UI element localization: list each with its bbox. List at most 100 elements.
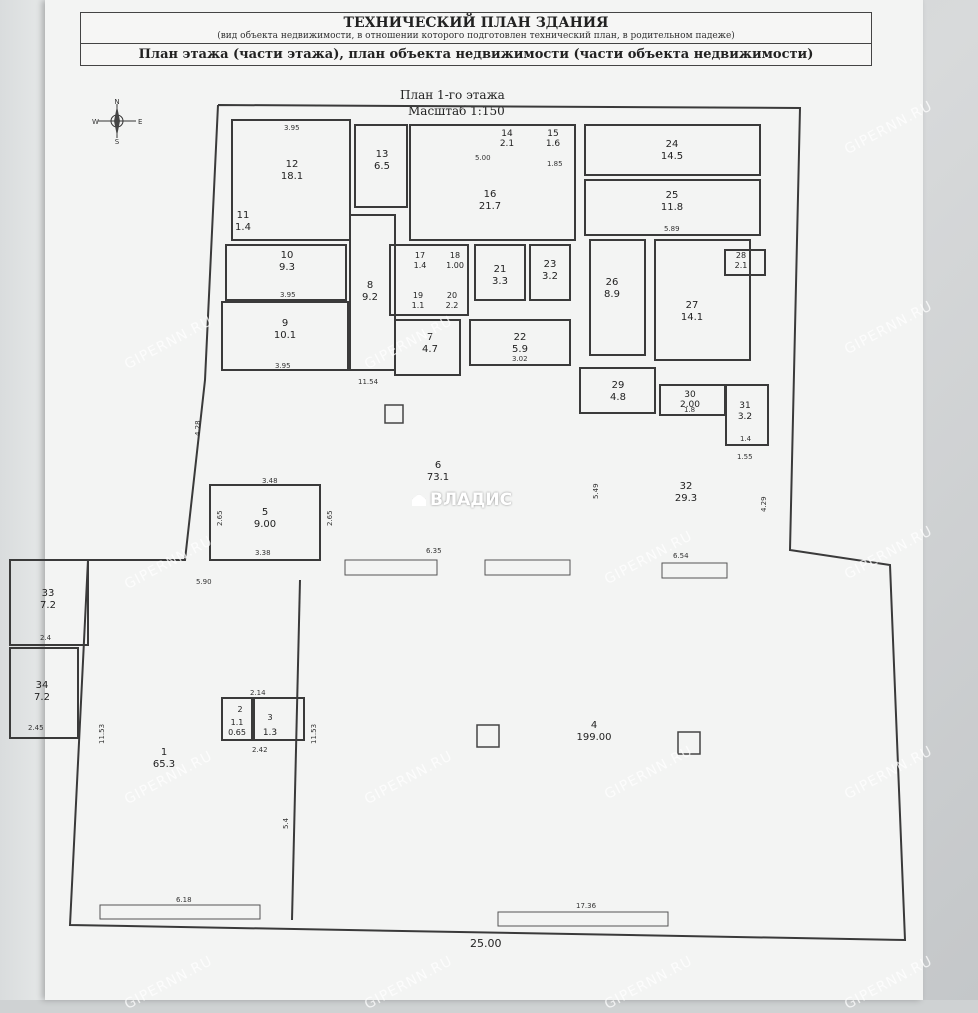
room-17-num: 17 bbox=[415, 251, 425, 260]
room-11-area: 1.4 bbox=[235, 222, 251, 233]
room-27-num: 27 bbox=[686, 300, 699, 311]
room-18-area: 1.00 bbox=[446, 261, 464, 270]
dim-1736: 17.36 bbox=[576, 902, 597, 910]
dim-14: 1.4 bbox=[740, 435, 752, 443]
room-15-area: 1.6 bbox=[546, 139, 561, 149]
room-2-num: 2 bbox=[237, 705, 242, 714]
room-1-1-area: 0.65 bbox=[228, 728, 246, 737]
dim-1153a: 11.53 bbox=[98, 724, 106, 744]
room-3-area: 1.3 bbox=[263, 728, 277, 738]
dim-245: 2.45 bbox=[28, 724, 44, 732]
room-11-num: 11 bbox=[237, 210, 250, 221]
room-7-num: 7 bbox=[427, 332, 433, 343]
dim-395b: 3.95 bbox=[275, 362, 291, 370]
room-26-wall bbox=[589, 239, 646, 356]
room-12-area: 18.1 bbox=[281, 171, 303, 182]
dim-395a: 3.95 bbox=[280, 291, 296, 299]
room-14-num: 14 bbox=[501, 129, 513, 139]
room-21-area: 3.3 bbox=[492, 276, 508, 287]
dim-214: 2.14 bbox=[250, 689, 266, 697]
dim-618: 6.18 bbox=[176, 896, 192, 904]
room-8-num: 8 bbox=[367, 280, 373, 291]
dim-428: 4.28 bbox=[194, 420, 202, 436]
document-title: ТЕХНИЧЕСКИЙ ПЛАН ЗДАНИЯ bbox=[343, 15, 609, 31]
room-22-wall bbox=[469, 319, 571, 366]
compass-e: E bbox=[138, 118, 142, 126]
room-12-num: 12 bbox=[286, 159, 299, 170]
dim-185: 1.85 bbox=[547, 160, 563, 168]
room-27-wall bbox=[654, 239, 751, 361]
room-1-area: 65.3 bbox=[153, 759, 175, 770]
room-4-num: 4 bbox=[591, 720, 597, 731]
brand-logo: ВЛАДИС bbox=[412, 490, 512, 510]
room-13-area: 6.5 bbox=[374, 161, 390, 172]
dim-155: 1.55 bbox=[737, 453, 753, 461]
compass-s: S bbox=[115, 138, 120, 144]
room-5-num: 5 bbox=[262, 507, 268, 518]
room-16-area: 21.7 bbox=[479, 201, 501, 212]
room-15-num: 15 bbox=[547, 129, 558, 139]
section-title: План этажа (части этажа), план объекта н… bbox=[138, 47, 814, 62]
dim-429: 4.29 bbox=[760, 496, 768, 512]
room-21-num: 21 bbox=[494, 264, 507, 275]
room-32-area: 29.3 bbox=[675, 493, 697, 504]
room-21-wall bbox=[474, 244, 526, 301]
brand-name: ВЛАДИС bbox=[430, 490, 513, 510]
dim-265a: 2.65 bbox=[216, 510, 224, 526]
room-22-area: 5.9 bbox=[512, 344, 528, 355]
room-22-num: 22 bbox=[514, 332, 527, 343]
room-10-area: 9.3 bbox=[279, 262, 295, 273]
room-1-1-num: 1.1 bbox=[231, 718, 244, 727]
dim-395c: 3.95 bbox=[284, 124, 300, 132]
room-26-area: 8.9 bbox=[604, 289, 620, 300]
dim-302: 3.02 bbox=[512, 355, 528, 363]
wall-room1-room4 bbox=[291, 579, 301, 921]
room-23-area: 3.2 bbox=[542, 271, 558, 282]
room-9-area: 10.1 bbox=[274, 330, 296, 341]
room-19-area: 1.1 bbox=[412, 301, 425, 310]
compass-icon: N S W E bbox=[92, 98, 142, 144]
outer-wall bbox=[68, 104, 907, 942]
dim-54: 5.4 bbox=[282, 817, 290, 829]
room-5-area: 9.00 bbox=[254, 519, 276, 530]
room-18-num: 18 bbox=[450, 251, 460, 260]
room-33-area: 7.2 bbox=[40, 600, 56, 611]
room-17-area: 1.4 bbox=[414, 261, 427, 270]
room-25-num: 25 bbox=[666, 190, 679, 201]
room-12-wall bbox=[231, 119, 351, 241]
dim-265b: 2.65 bbox=[326, 510, 334, 526]
room-25-area: 11.8 bbox=[661, 202, 683, 213]
dim-18: 1.8 bbox=[684, 406, 695, 414]
room-31-area: 3.2 bbox=[738, 412, 752, 422]
room-5-wall bbox=[209, 484, 321, 561]
dim-24: 2.4 bbox=[40, 634, 52, 642]
room-13-num: 13 bbox=[376, 149, 389, 160]
room-24-wall bbox=[584, 124, 761, 176]
document-subtitle: (вид объекта недвижимости, в отношении к… bbox=[81, 31, 871, 44]
room-3-wall bbox=[253, 697, 305, 741]
room-4-area: 199.00 bbox=[577, 732, 612, 743]
dim-635: 6.35 bbox=[426, 547, 442, 555]
compass-n: N bbox=[114, 98, 119, 106]
dim-500: 5.00 bbox=[475, 154, 491, 162]
room-3-num: 3 bbox=[267, 713, 272, 722]
total-width: 25.00 bbox=[470, 937, 502, 950]
room-29-wall bbox=[579, 367, 656, 414]
room-34-area: 7.2 bbox=[34, 692, 50, 703]
room-34-num: 34 bbox=[36, 680, 49, 691]
room-31-num: 31 bbox=[739, 401, 750, 411]
dim-1154: 11.54 bbox=[358, 378, 379, 386]
room-33-wall bbox=[9, 559, 89, 646]
room-9-num: 9 bbox=[282, 318, 288, 329]
room-29-num: 29 bbox=[612, 380, 625, 391]
room-7-area: 4.7 bbox=[422, 344, 438, 355]
plan-scale: Масштаб 1:150 bbox=[408, 104, 505, 118]
dim-348: 3.48 bbox=[262, 477, 278, 485]
dim-242: 2.42 bbox=[252, 746, 268, 754]
room-10-wall bbox=[225, 244, 347, 301]
room-25-wall bbox=[584, 179, 761, 236]
room-24-area: 14.5 bbox=[661, 151, 683, 162]
room-16-num: 16 bbox=[484, 189, 497, 200]
dim-549: 5.49 bbox=[592, 483, 600, 499]
